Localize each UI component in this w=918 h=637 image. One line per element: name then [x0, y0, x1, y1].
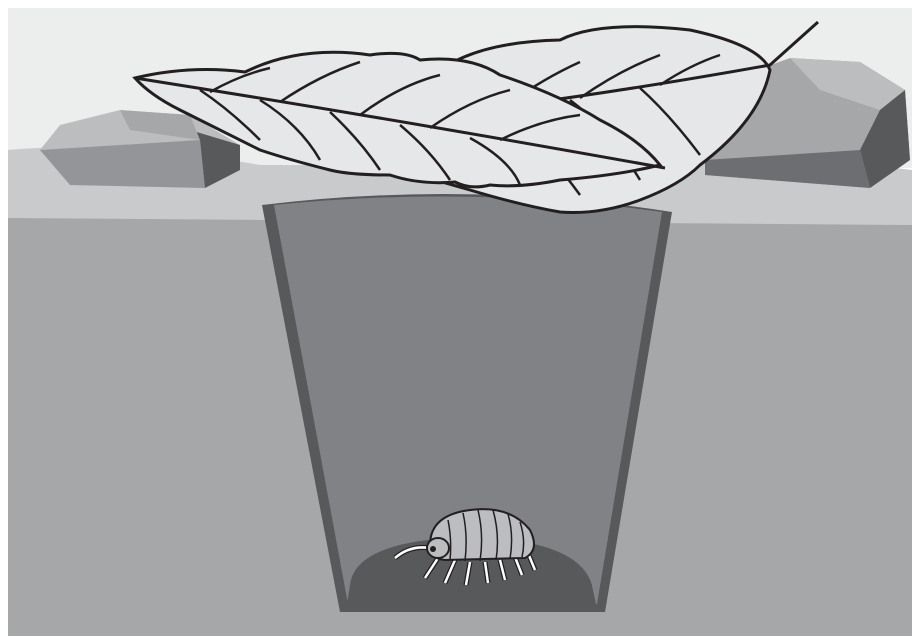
eye	[430, 546, 436, 552]
